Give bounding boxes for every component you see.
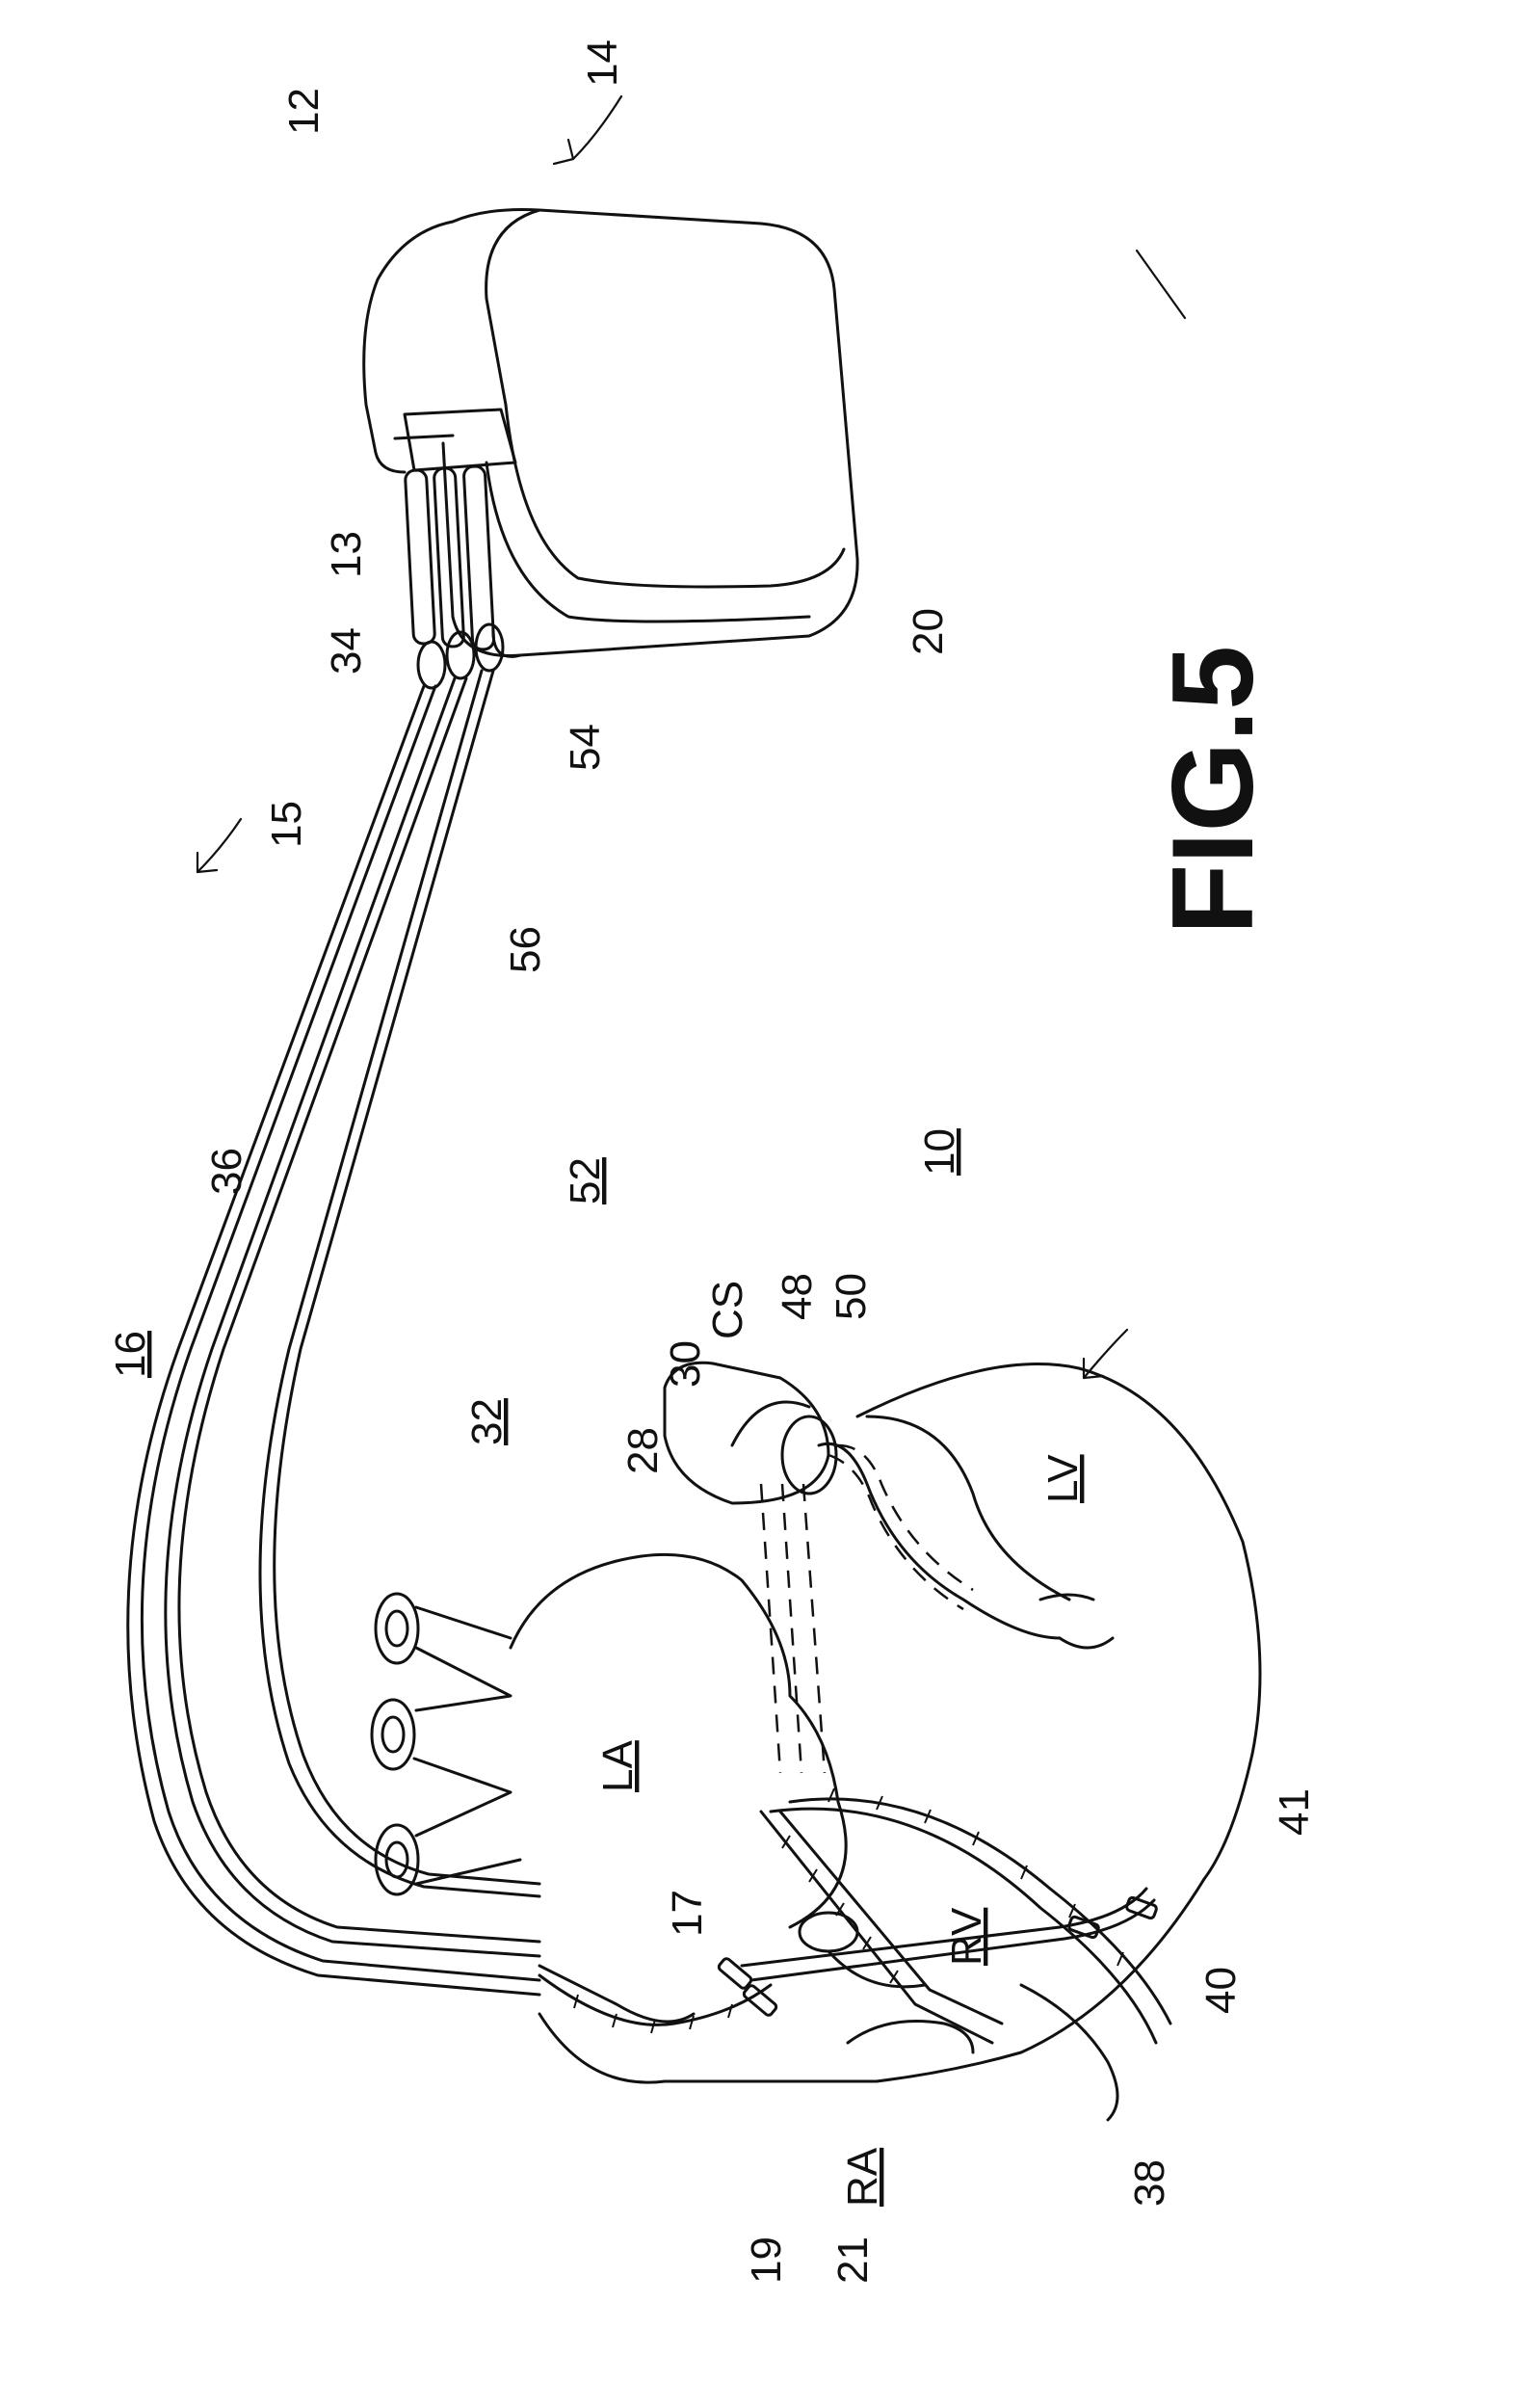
label-19: 19 [743,2236,790,2284]
label-30: 30 [662,1340,709,1388]
label-54: 54 [562,724,609,771]
label-38: 38 [1126,2159,1173,2207]
label-cs: CS [704,1281,751,1339]
label-41: 41 [1271,1788,1318,1836]
label-52: 52 [562,1157,609,1204]
heart [370,1361,1262,2122]
label-40: 40 [1197,1967,1245,2014]
label-14: 14 [579,40,626,87]
figure-caption: FIG.5 [1148,646,1277,935]
pulse-generator-housing [362,208,859,658]
label-rv: RV [943,1907,990,1966]
label-48: 48 [774,1273,821,1320]
label-20: 20 [905,608,952,655]
connector-pins [404,464,505,690]
label-17: 17 [664,1890,711,1937]
label-34: 34 [323,627,370,675]
leader-lines [196,94,1187,1380]
label-13: 13 [323,531,370,578]
label-28: 28 [619,1427,667,1474]
label-lv: LV [1039,1454,1087,1503]
electrodes [538,1887,1158,2024]
label-32: 32 [463,1398,511,1445]
leads [126,669,541,1997]
label-36: 36 [203,1148,250,1195]
label-50: 50 [828,1273,875,1320]
label-21: 21 [829,2236,877,2284]
label-16: 16 [107,1331,154,1378]
label-12: 12 [280,88,328,135]
label-15: 15 [263,801,310,848]
label-la: LA [594,1740,642,1792]
label-56: 56 [502,926,549,973]
reference-labels: 14 12 13 34 54 20 15 56 36 52 16 32 10 2… [107,40,1318,2284]
label-ra: RA [839,2147,886,2207]
label-10: 10 [916,1128,963,1176]
